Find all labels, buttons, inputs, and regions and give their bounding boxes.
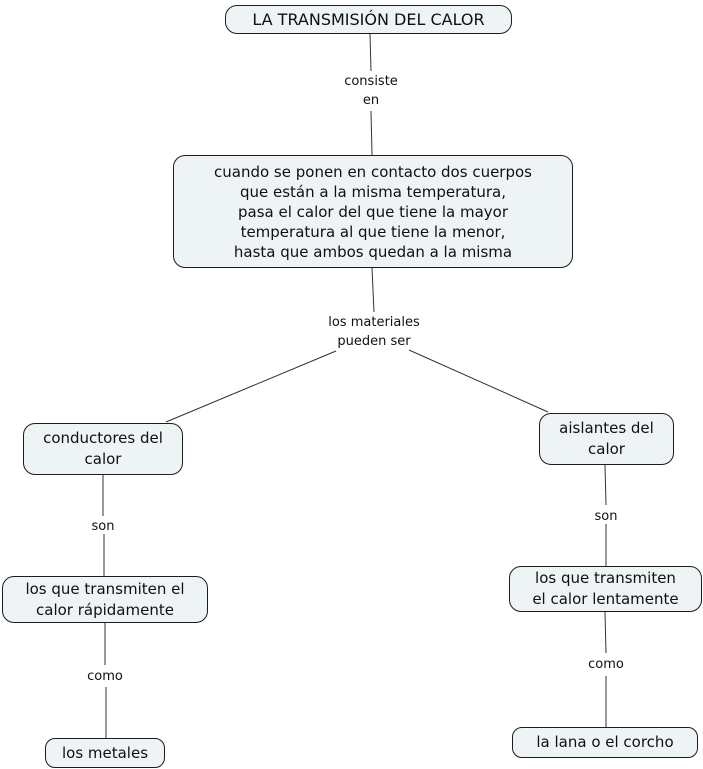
linking-phrase-los-materiales-pueden-ser[interactable]: los materiales pueden ser — [328, 315, 420, 349]
concept-node-definition[interactable]: cuando se ponen en contacto dos cuerpos … — [173, 155, 573, 268]
linking-phrase-como-left[interactable]: como — [87, 669, 123, 684]
linking-phrase-consiste-en[interactable]: consiste en — [344, 74, 398, 108]
linking-phrase-son-left[interactable]: son — [91, 519, 115, 534]
linking-phrase-son-right[interactable]: son — [594, 509, 618, 524]
concept-node-aislantes[interactable]: aislantes del calor — [539, 413, 674, 465]
connector-pueden-ser-to-aislantes — [408, 349, 549, 413]
concept-node-conductores[interactable]: conductores del calor — [23, 423, 183, 475]
linking-phrase-como-right[interactable]: como — [588, 657, 624, 672]
connector-aislantes-to-son — [604, 464, 607, 506]
concept-node-metales[interactable]: los metales — [45, 738, 165, 768]
concept-node-aislantes-definition[interactable]: los que transmiten el calor lentamente — [509, 566, 702, 612]
connector-definition-to-pueden-ser — [371, 267, 375, 313]
concept-node-title[interactable]: LA TRANSMISIÓN DEL CALOR — [225, 5, 512, 34]
concept-node-conductores-definition[interactable]: los que transmiten el calor rápidamente — [2, 576, 208, 623]
connector-pueden-ser-to-conductores — [165, 350, 337, 423]
connector-title-to-consiste — [369, 33, 372, 72]
concept-node-lana[interactable]: la lana o el corcho — [512, 727, 698, 758]
connector-consiste-to-definition — [370, 110, 373, 156]
connector-aislantes-def-to-como — [604, 611, 607, 654]
